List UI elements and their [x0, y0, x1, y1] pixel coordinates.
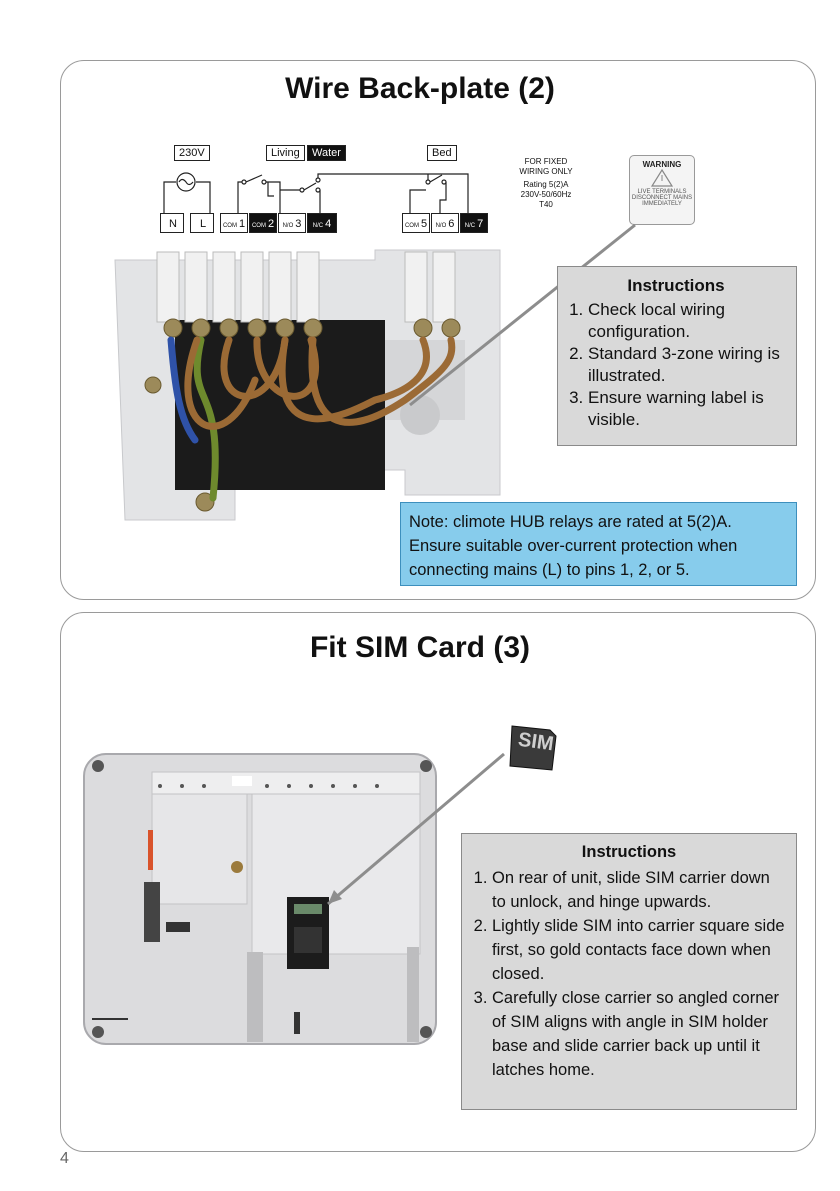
- hub-rear-photo: [83, 753, 437, 1045]
- sim-instructions-heading: Instructions: [581, 843, 677, 861]
- wire-backplate-title: Wire Back-plate (2): [285, 72, 555, 105]
- sim-instruction-item: Lightly slide SIM into carrier square si…: [492, 914, 788, 986]
- wiring-lines: [163, 172, 469, 213]
- terminal-n: N: [160, 213, 184, 233]
- backplate-photo: [114, 249, 501, 521]
- wiring-instructions-heading: Instructions: [627, 276, 725, 295]
- sim-instructions-box: Instructions On rear of unit, slide SIM …: [461, 833, 797, 1110]
- sim-instruction-item: On rear of unit, slide SIM carrier down …: [492, 866, 788, 914]
- sim-instruction-item: Carefully close carrier so angled corner…: [492, 986, 788, 1082]
- label-living: Living: [266, 145, 305, 161]
- label-230v: 230V: [174, 145, 210, 161]
- sim-pointer-line: [327, 752, 505, 906]
- sim-card-icon: [509, 725, 557, 771]
- wiring-instructions-box: Instructions Check local wiring configur…: [557, 266, 797, 446]
- fit-sim-title: Fit SIM Card (3): [309, 631, 530, 664]
- warning-label: WARNING LIVE TERMINALS DISCONNECT MAINS …: [629, 155, 695, 225]
- warning-triangle-icon: [650, 168, 674, 187]
- fixed-wiring-rating: FOR FIXED WIRING ONLY Rating 5(2)A 230V-…: [519, 157, 573, 209]
- wiring-instruction-item: Standard 3-zone wiring is illustrated.: [588, 343, 788, 387]
- page-number: 4: [60, 1150, 69, 1167]
- label-bed: Bed: [427, 145, 457, 161]
- sim-card-text: SIM: [516, 728, 555, 756]
- wiring-instruction-item: Check local wiring configuration.: [588, 299, 788, 343]
- label-water: Water: [307, 145, 346, 161]
- wiring-instruction-item: Ensure warning label is visible.: [588, 387, 788, 431]
- terminal-l: L: [190, 213, 214, 233]
- warning-pointer-line: [409, 223, 636, 407]
- relay-rating-note: Note: climote HUB relays are rated at 5(…: [400, 502, 797, 586]
